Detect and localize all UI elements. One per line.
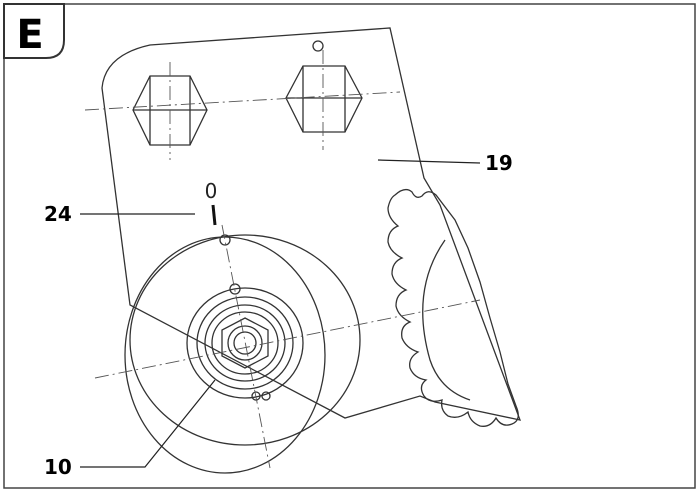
hub-ring-4 [211, 311, 279, 375]
hub-ring-3 [204, 304, 286, 382]
zero-reference-mark: 0 [205, 179, 218, 226]
callout-10: 10 [44, 455, 72, 479]
hub-ring-2 [196, 296, 294, 390]
callout-19: 19 [485, 151, 513, 175]
sprocket-hub-arc [422, 239, 471, 401]
center-bore-outer [227, 325, 263, 361]
wheel-face [129, 234, 361, 446]
wheel-pin-top [219, 234, 231, 246]
hub-pin-top [229, 283, 241, 295]
zero-mark-label: 0 [205, 179, 218, 203]
sprocket [387, 188, 519, 427]
leader-line-10 [80, 379, 216, 468]
outer-border [3, 3, 696, 489]
hub-pin-bottom-left [251, 391, 261, 401]
center-nut [221, 317, 269, 369]
hub-pin-bottom-right [261, 391, 271, 401]
leader-line-19 [377, 159, 481, 164]
hub-ring-outer [186, 287, 304, 399]
hex-bolt-right [285, 65, 363, 133]
center-lines [84, 50, 481, 469]
center-bore-inner [233, 331, 257, 355]
leader-lines [80, 159, 481, 468]
callout-24: 24 [44, 202, 72, 226]
plate-pin-top [312, 40, 324, 52]
panel-letter: E [16, 12, 43, 58]
panel-letter-tab: E [3, 3, 65, 59]
